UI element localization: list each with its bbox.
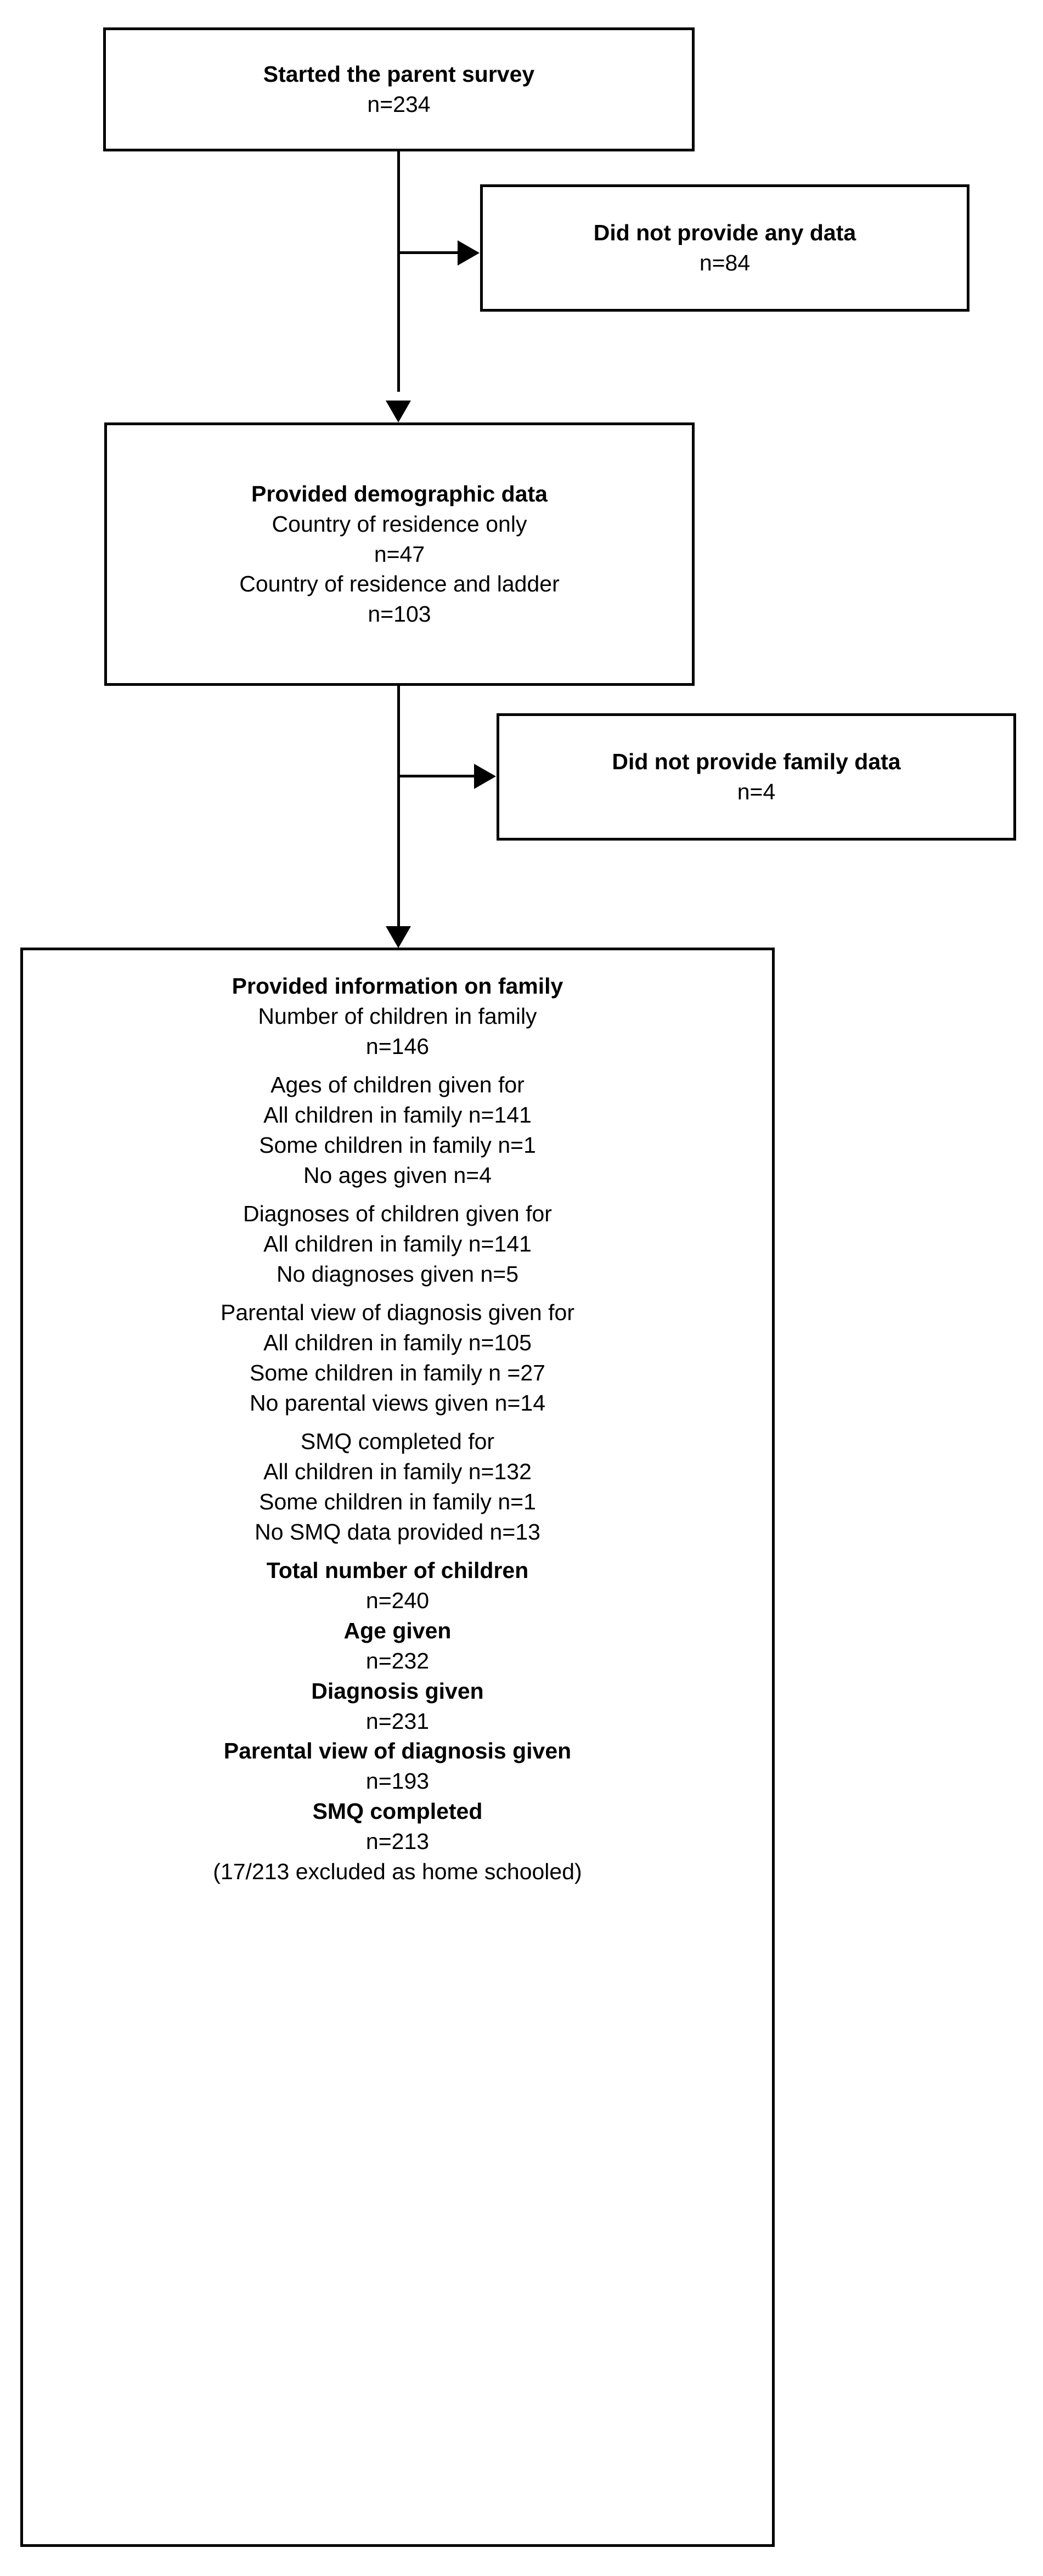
node-family-info-line: All children in family n=105 [263,1329,532,1355]
node-did-not-provide-any-data: Did not provide any data n=84 [480,184,969,312]
node-family-info-line: Some children in family n =27 [250,1360,545,1385]
node-demographic-title: Provided demographic data [251,481,548,506]
node-family-info-line: All children in family n=141 [263,1102,532,1128]
node-demographic-line: n=103 [368,601,431,627]
arrow-right-to-no-family-icon [474,764,496,789]
node-family-info-spacer [213,1191,582,1199]
node-family-info-line: n=146 [365,1033,430,1059]
node-family-info-line: Parental view of diagnosis given for [221,1299,574,1325]
node-provided-information-on-family: Provided information on family Number of… [20,948,775,2547]
node-family-info-line: n=213 [365,1829,430,1855]
node-demographic-line: Country of residence only [272,511,527,537]
arrow-down-to-family-info-icon [386,926,411,948]
node-family-info-spacer [213,1289,582,1298]
node-family-info-line: Ages of children given for [270,1072,525,1097]
node-no-family-title: Did not provide family data [612,749,901,775]
node-family-info-line: Parental view of diagnosis given [223,1738,572,1764]
node-demographic-line: n=47 [374,541,425,567]
node-demographic-line: Country of residence and ladder [239,571,560,597]
node-family-info-line: n=193 [365,1768,430,1794]
node-family-info-title: Provided information on family [232,973,563,999]
node-family-info-line: Diagnosis given [311,1678,484,1704]
node-family-info-line: No parental views given n=14 [249,1390,545,1416]
node-family-info-line: n=240 [365,1587,430,1613]
node-family-info-line: (17/213 excluded as home schooled) [213,1859,582,1885]
connector-horizontal-to-no-family [397,775,475,777]
node-family-info-line: Some children in family n=1 [259,1489,536,1514]
node-family-info-line: Total number of children [266,1557,529,1583]
node-family-info-line: No diagnoses given n=5 [276,1261,519,1287]
node-no-data-count: n=84 [699,250,751,275]
node-family-info-spacer [213,1547,582,1555]
node-family-info-line: SMQ completed for [300,1428,495,1454]
node-family-info-line: No SMQ data provided n=13 [255,1519,540,1545]
node-family-info-line: Some children in family n=1 [259,1132,536,1158]
node-started-count: n=234 [367,92,431,117]
connector-horizontal-to-no-data [397,251,459,254]
node-family-info-line: No ages given n=4 [303,1162,492,1188]
node-provided-demographic-data: Provided demographic data Country of res… [104,422,695,686]
connector-vertical-demographic [397,686,400,929]
node-started-title: Started the parent survey [263,61,535,87]
node-no-family-count: n=4 [737,779,776,804]
node-family-info-spacer [213,1062,582,1070]
arrow-down-to-demographic-icon [386,401,411,422]
node-family-info-line: Number of children in family [258,1003,537,1029]
node-family-info-line: All children in family n=141 [263,1231,532,1256]
node-family-info-line: n=232 [365,1648,430,1673]
node-family-info-line: n=231 [365,1708,430,1734]
node-family-info-line: Diagnoses of children given for [243,1200,552,1226]
node-did-not-provide-family-data: Did not provide family data n=4 [497,713,1016,841]
node-family-info-spacer [213,1418,582,1427]
node-family-info-line: SMQ completed [312,1799,483,1824]
node-started-the-parent-survey: Started the parent survey n=234 [103,27,695,151]
arrow-right-to-no-data-icon [458,240,480,266]
node-family-info-line: Age given [343,1617,452,1643]
connector-vertical-started [397,151,400,392]
node-family-info-line: All children in family n=132 [263,1458,532,1484]
node-no-data-title: Did not provide any data [593,220,856,246]
